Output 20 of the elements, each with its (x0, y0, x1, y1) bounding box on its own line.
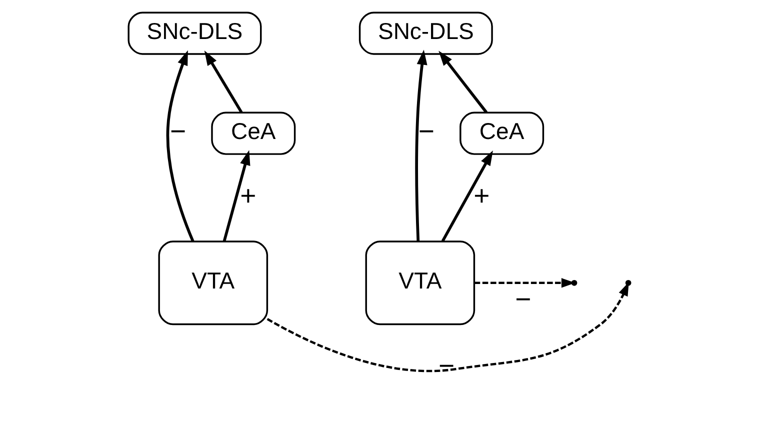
edge-label: − (169, 115, 186, 146)
arrow (474, 278, 575, 288)
arrow (166, 50, 194, 242)
node-box: CeA (210, 112, 296, 155)
arrow (438, 50, 488, 114)
edge-label: + (473, 180, 490, 211)
arrow (204, 50, 242, 114)
node-box: SNc-DLS (358, 12, 492, 55)
node-box: SNc-DLS (127, 12, 262, 55)
arrow (222, 150, 250, 242)
edge-label: + (240, 180, 256, 211)
edge-label: − (418, 115, 434, 146)
edge-label: − (514, 283, 531, 314)
arrow (414, 50, 427, 242)
edge-label: − (438, 350, 454, 382)
node-box: VTA (158, 240, 268, 326)
node-box: VTA (364, 240, 475, 326)
arrow (266, 282, 628, 372)
node-box: CeA (459, 112, 544, 155)
arrow (440, 150, 492, 242)
